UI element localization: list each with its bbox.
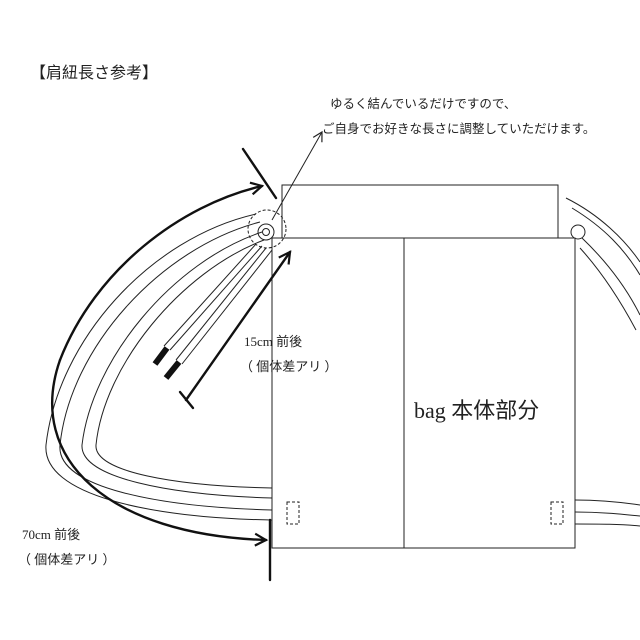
strap-length-caveat: （ 個体差アリ ） <box>18 552 116 567</box>
cord-tip-right <box>163 360 182 380</box>
left-knot-icon <box>257 223 275 241</box>
drawstring-dimension-arrow <box>184 250 292 402</box>
drawstring-cords <box>152 243 273 380</box>
drawstring-length-caveat: （ 個体差アリ ） <box>240 359 338 374</box>
note-line-1: ゆるく結んでいるだけですので、 <box>330 97 516 111</box>
shoulder-strap-left <box>45 213 273 521</box>
shoulder-strap-right <box>565 197 640 527</box>
strap-dimension-arrow-top <box>58 181 265 362</box>
strap-dimension-arrow-bottom <box>50 358 269 547</box>
diagram-title: 【肩紐長さ参考】 <box>30 64 158 82</box>
bag-main-panel <box>271 237 576 549</box>
strap-attachment-right <box>550 501 564 525</box>
bag-body <box>271 184 576 549</box>
bag-body-label: bag 本体部分 <box>414 398 539 423</box>
bag-top-band <box>281 184 559 239</box>
note-line-2: ご自身でお好きな長さに調整していただけます。 <box>322 121 595 136</box>
right-knot-icon <box>570 224 586 240</box>
strap-length-label: 70cm 前後 <box>22 527 80 542</box>
drawstring-length-label: 15cm 前後 <box>244 334 302 349</box>
note-pointer-arrow <box>271 130 323 221</box>
cord-tip-left <box>152 346 170 366</box>
drawstring-dimension-tick <box>178 390 195 410</box>
strap-attachment-left <box>286 501 300 525</box>
strap-dimension-tick-top <box>241 147 278 200</box>
knot-highlight-circle <box>247 209 287 249</box>
